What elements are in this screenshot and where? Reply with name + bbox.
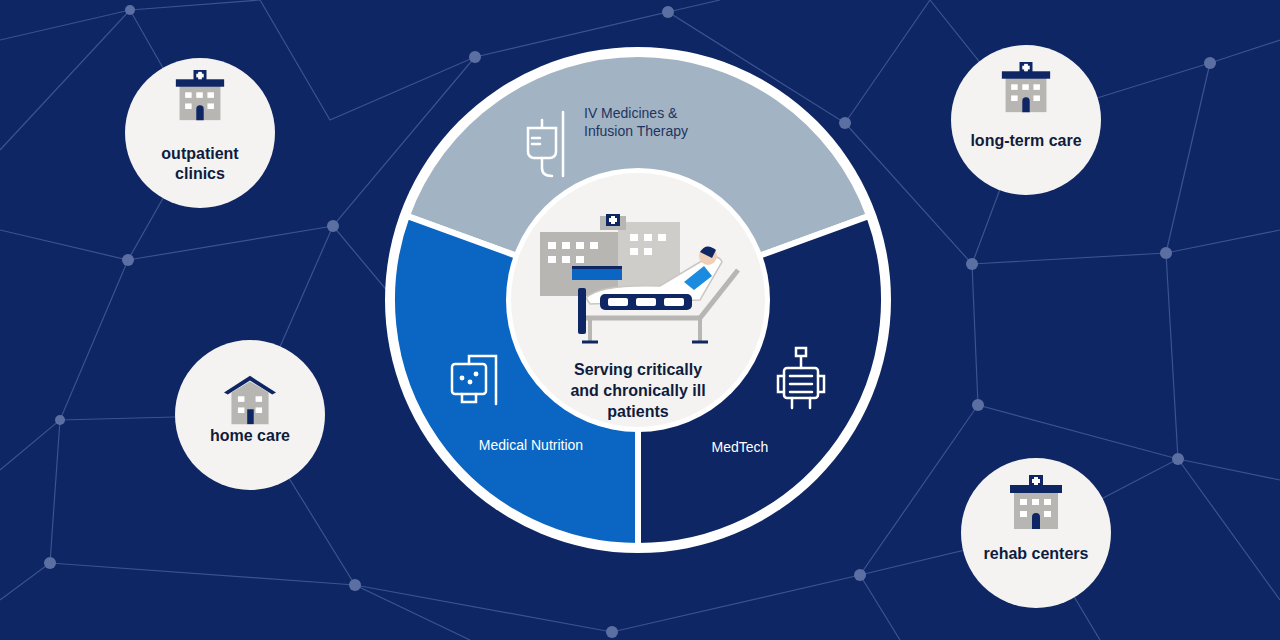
node-text: rehab centers: [976, 544, 1096, 564]
network-dots: [44, 5, 1216, 638]
inner-ring: [506, 168, 770, 432]
home-icon: [224, 376, 276, 424]
node-text: MedTech: [690, 438, 790, 456]
segment-label: Medical Nutrition: [466, 436, 596, 480]
setting-circle: outpatient clinics: [125, 58, 275, 208]
center-circle: Serving critically and chronically ill p…: [509, 171, 767, 429]
rehab-icon: [1010, 475, 1062, 529]
segment-label: MedTech: [690, 438, 790, 462]
hospital-bed-illustration: [540, 214, 738, 342]
node-text: outpatient clinics: [140, 144, 260, 184]
node-text: home care: [190, 426, 310, 446]
nutrition-pump-icon: [452, 356, 496, 404]
clinic-icon: [176, 70, 224, 120]
iv-bag-icon: [528, 112, 563, 176]
node-text: Serving critically and chronically ill p…: [563, 359, 713, 422]
outer-ring: [385, 47, 891, 553]
outer-circles: [125, 45, 1111, 608]
setting-circle: long-term care: [951, 45, 1101, 195]
inner-circle: [511, 173, 765, 427]
medtech-pump-icon: [778, 348, 824, 408]
care-home-icon: [1002, 62, 1050, 112]
node-text: Medical Nutrition: [466, 436, 596, 454]
node-text: IV Medicines & Infusion Therapy: [584, 104, 724, 140]
setting-circle: home care: [175, 340, 325, 490]
setting-circle: rehab centers: [961, 458, 1111, 608]
segment-label: IV Medicines & Infusion Therapy: [584, 104, 734, 154]
node-text: long-term care: [966, 131, 1086, 151]
